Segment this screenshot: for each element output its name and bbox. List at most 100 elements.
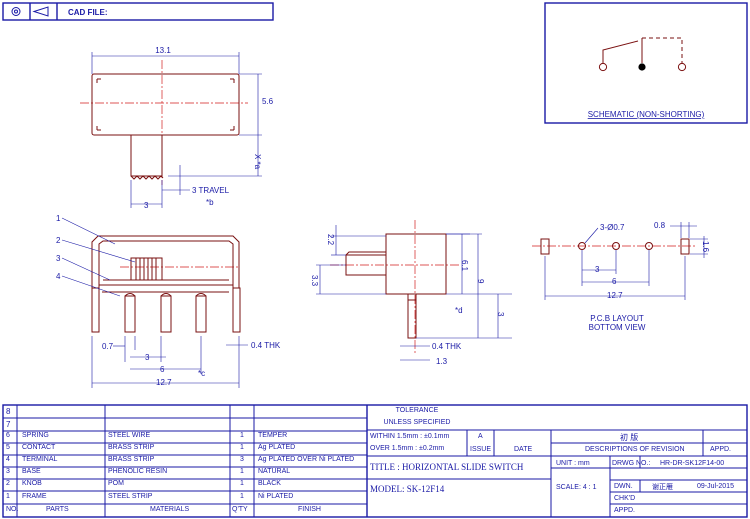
side-dim-9: 9 xyxy=(476,279,485,284)
front-span-dim: 6 xyxy=(160,365,165,374)
pcb-pad-left xyxy=(540,238,550,255)
bom-row-no: 6 xyxy=(6,432,10,439)
bom-row-finish: NATURAL xyxy=(258,468,291,475)
bom-row-finish: Ag PLATED xyxy=(258,444,296,451)
chkd-label: CHK'D xyxy=(614,495,636,502)
pcb-label-2: BOTTOM VIEW xyxy=(589,323,646,332)
note-a: X *a xyxy=(253,154,262,170)
bom-row-no: 2 xyxy=(6,480,10,487)
tolerance-within: WITHIN 1.5mm : ±0.1mm xyxy=(370,433,450,440)
front-pin-dim: 0.7 xyxy=(102,342,114,351)
cad-file-label: CAD FILE: xyxy=(68,8,108,17)
side-dim-61: 6.1 xyxy=(460,260,469,272)
side-dim-3: 3 xyxy=(496,312,505,317)
part-callout-2: 2 xyxy=(56,236,61,245)
part-callout-3: 3 xyxy=(56,254,61,263)
bom-row-material: POM xyxy=(108,480,124,487)
note-c: *c xyxy=(198,369,205,378)
bom-header-qty: Q'TY xyxy=(232,506,248,513)
bom-row-material: BRASS STRIP xyxy=(108,444,155,451)
schematic-label: SCHEMATIC (NON-SHORTING) xyxy=(588,110,705,119)
bom-row-finish: BLACK xyxy=(258,480,281,487)
top-travel-dim: 3 TRAVEL xyxy=(192,186,230,195)
drawing-model: MODEL: SK-12F14 xyxy=(370,484,445,494)
revision-cn-label: 初 版 xyxy=(620,433,639,442)
bom-row-qty: 3 xyxy=(240,456,244,463)
bom-row-no: 3 xyxy=(6,468,10,475)
bom-row-no: 1 xyxy=(6,493,10,500)
pcb-hole-3 xyxy=(645,242,653,250)
bom-header-no: NO. xyxy=(6,506,19,513)
top-travel-base-dim: 3 xyxy=(144,201,149,210)
pcb-pitch-dim: 3 xyxy=(595,265,600,274)
side-dim-33: 3.3 xyxy=(310,275,319,287)
terminal-common xyxy=(638,63,646,71)
front-total-dim: 12.7 xyxy=(156,378,172,387)
title-block xyxy=(2,404,748,518)
drwg-no-value: HR-DR-SK12F14-00 xyxy=(660,460,725,467)
pcb-hole-dim: 3-Ø0.7 xyxy=(600,223,625,232)
bom-row-material: BRASS STRIP xyxy=(108,456,155,463)
part-callout-4: 4 xyxy=(56,272,61,281)
pcb-layout: 3-Ø0.7 0.8 1.6 3 6 12.7 P.C.B LAYOUT BOT… xyxy=(532,221,710,332)
front-thk-dim: 0.4 THK xyxy=(251,341,281,350)
drawing-scale: SCALE: 4 : 1 xyxy=(556,484,597,491)
pcb-pad-width-dim: 0.8 xyxy=(654,221,666,230)
pcb-hole-2 xyxy=(612,242,620,250)
bom-row-no: 5 xyxy=(6,444,10,451)
bom-row-part: KNOB xyxy=(22,480,42,487)
schematic-box: SCHEMATIC (NON-SHORTING) xyxy=(544,2,748,124)
pcb-label-1: P.C.B LAYOUT xyxy=(590,314,644,323)
tolerance-subtitle: UNLESS SPECIFIED xyxy=(383,419,451,426)
cad-file-box: CAD FILE: xyxy=(2,2,274,21)
bom-row-qty: 1 xyxy=(240,468,244,475)
revision-appd-label: APPD. xyxy=(710,446,732,453)
pcb-hole-1 xyxy=(578,242,586,250)
bom-row-material: PHENOLIC RESIN xyxy=(108,468,168,475)
bom-row-no: 4 xyxy=(6,456,10,463)
bom-header-materials: MATERIALS xyxy=(150,506,190,513)
dwn-label: DWN. xyxy=(614,483,633,490)
revision-issue-label: ISSUE xyxy=(470,446,492,453)
bom-row-qty: 1 xyxy=(240,444,244,451)
pcb-pad-right xyxy=(680,238,690,255)
part-callout-1: 1 xyxy=(56,214,61,223)
bom-row-finish: Ni PLATED xyxy=(258,493,294,500)
revision-desc-label: DESCRIPTIONS OF REVISION xyxy=(585,446,685,453)
projection-cone-icon xyxy=(32,6,49,17)
revision-date-label: DATE xyxy=(514,446,533,453)
bom-row-part: CONTACT xyxy=(22,444,56,451)
drawing-title: TITLE : HORIZONTAL SLIDE SWITCH xyxy=(370,462,524,472)
contact-line xyxy=(602,40,639,63)
bom-row-8-no: 8 xyxy=(6,407,11,416)
tolerance-title: TOLERANCE xyxy=(395,407,439,414)
contact-open-line xyxy=(642,37,683,63)
bom-row-part: BASE xyxy=(22,468,41,475)
bom-header-finish: FINISH xyxy=(298,506,321,513)
note-b: *b xyxy=(206,198,214,207)
pcb-total-dim: 12.7 xyxy=(607,291,623,300)
front-view: 1 2 3 4 0.7 3 6 *c 12.7 0.4 THK xyxy=(56,214,281,388)
terminal-right xyxy=(677,62,687,72)
side-dim-22: 2.2 xyxy=(326,234,335,246)
dwn-date: 09-Jul-2015 xyxy=(697,483,734,490)
terminal-left xyxy=(598,62,608,72)
bom-row-qty: 1 xyxy=(240,493,244,500)
bom-row-7-no: 7 xyxy=(6,420,11,429)
dwn-name: 谢正雁 xyxy=(652,484,673,491)
pcb-span-dim: 6 xyxy=(612,277,617,286)
top-height-dim: 5.6 xyxy=(262,97,274,106)
tolerance-over: OVER 1.5mm : ±0.2mm xyxy=(370,445,445,452)
revision-letter: A xyxy=(478,433,483,440)
drwg-no-label: DRWG NO.: xyxy=(612,460,651,467)
side-thk-dim: 0.4 THK xyxy=(432,342,462,351)
bom-row-qty: 1 xyxy=(240,480,244,487)
bom-row-material: STEEL WIRE xyxy=(108,432,151,439)
pcb-pad-height-dim: 1.6 xyxy=(701,241,710,253)
appd-label: APPD. xyxy=(614,507,636,514)
side-view: 2.2 3.3 6.1 9 3 *d 0.4 THK 1.3 xyxy=(310,220,512,366)
bom-row-part: TERMINAL xyxy=(22,456,58,463)
bom-header-parts: PARTS xyxy=(46,506,69,513)
